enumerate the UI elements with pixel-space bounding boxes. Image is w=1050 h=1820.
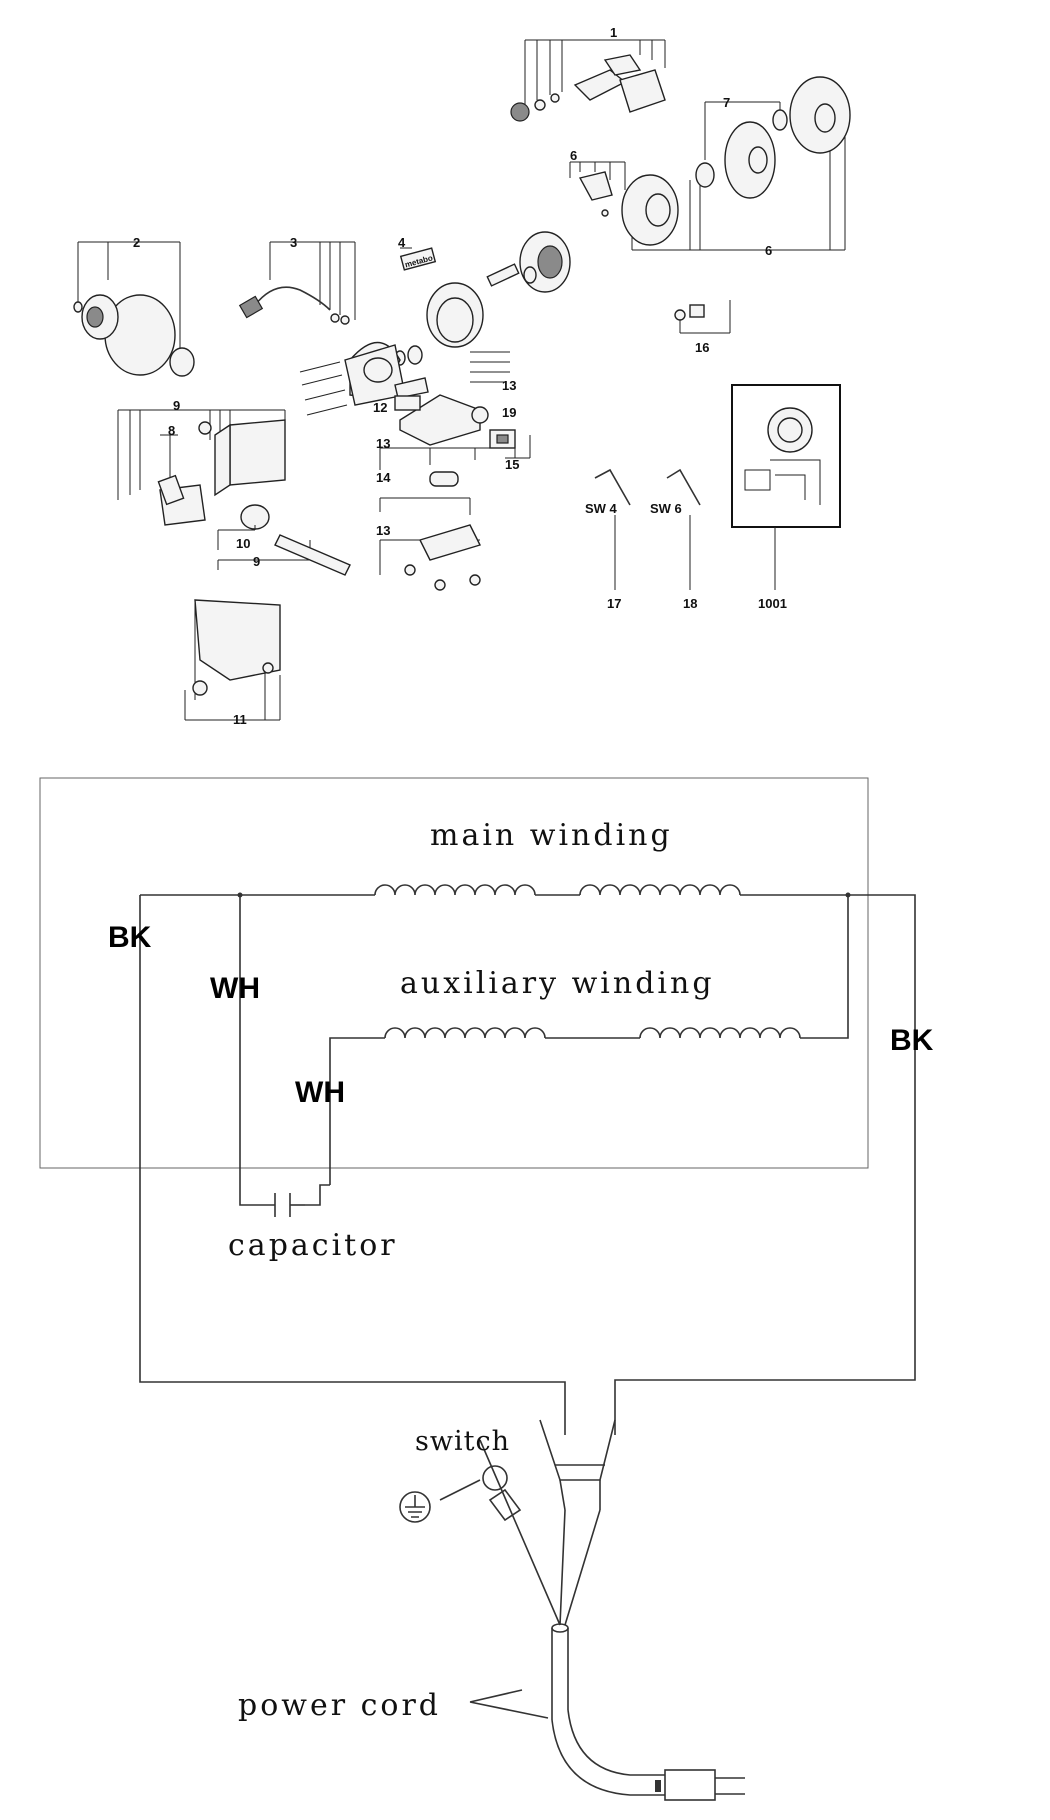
power-cord-symbol xyxy=(469,1623,745,1801)
part-9-10-rod xyxy=(217,504,351,576)
capacitor-symbol xyxy=(274,1193,305,1217)
wire-color-label: WH xyxy=(210,972,260,1005)
callout-label: 14 xyxy=(376,470,391,485)
motor-boundary xyxy=(39,777,869,1169)
exploded-view: metabo xyxy=(73,25,851,727)
wire-wh-aux xyxy=(305,1184,330,1206)
wire-color-label: BK xyxy=(890,1024,934,1057)
callout-label: 4 xyxy=(398,235,406,250)
auxiliary-winding-label: auxiliary winding xyxy=(400,966,715,1001)
part-1-switch-bracket xyxy=(510,39,666,122)
wiring-diagram: main winding auxiliary winding capacitor… xyxy=(39,777,934,1801)
part-17-18-hex-keys xyxy=(594,468,701,590)
wire-bk-left xyxy=(139,895,566,1435)
callout-label: 6 xyxy=(765,243,772,258)
hex-key-label: SW 6 xyxy=(650,501,682,516)
callout-label: 1001 xyxy=(758,596,787,611)
callout-label: 18 xyxy=(683,596,697,611)
callout-label: 17 xyxy=(607,596,621,611)
main-winding-label: main winding xyxy=(430,818,673,853)
callout-label: 7 xyxy=(723,95,730,110)
part-9-housing xyxy=(117,409,286,526)
hex-key-label: SW 4 xyxy=(585,501,618,516)
callout-label: 9 xyxy=(173,398,180,413)
main-winding-coil xyxy=(140,884,916,1435)
part-6-7-wheel-right xyxy=(621,76,851,251)
ground-ring-terminal xyxy=(439,1465,522,1522)
callout-label: 6 xyxy=(570,148,577,163)
wire-wh-capacitor xyxy=(239,895,275,1206)
wire-color-label: BK xyxy=(108,921,152,954)
callout-label: 13 xyxy=(376,523,390,538)
part-1001-wiring-box xyxy=(731,384,841,590)
wire-color-label: WH xyxy=(295,1076,345,1109)
part-11-stand xyxy=(184,599,281,721)
part-16-clip xyxy=(674,300,731,334)
junction-dot xyxy=(237,892,243,898)
part-13-lower-plate xyxy=(379,524,481,591)
part-15-switch-plate xyxy=(489,429,531,459)
power-cord-label: power cord xyxy=(238,1688,441,1723)
callout-label: 9 xyxy=(253,554,260,569)
callout-label: 12 xyxy=(373,400,387,415)
auxiliary-winding-coil xyxy=(329,895,849,1185)
part-6-small xyxy=(569,161,626,217)
callout-label: 16 xyxy=(695,340,709,355)
switch-symbol xyxy=(479,1419,616,1626)
motor-housing-left xyxy=(299,344,429,416)
capacitor-label: capacitor xyxy=(228,1228,398,1263)
part-callouts: 1 2 3 4 6 6 7 8 9 9 10 11 12 13 13 13 14… xyxy=(133,25,787,727)
callout-label: 8 xyxy=(168,423,175,438)
callout-label: 13 xyxy=(502,378,516,393)
part-3-power-cord xyxy=(238,241,356,325)
callout-label: 1 xyxy=(610,25,617,40)
part-14-capacitor xyxy=(379,471,471,515)
callout-label: 19 xyxy=(502,405,516,420)
part-4-logo-plate: metabo xyxy=(399,247,437,271)
part-8-brush xyxy=(157,434,185,506)
callout-label: 13 xyxy=(376,436,390,451)
part-2-wheel-left xyxy=(73,241,195,377)
callout-label: 15 xyxy=(505,457,519,472)
junction-dot xyxy=(845,892,851,898)
callout-label: 2 xyxy=(133,235,140,250)
callout-label: 10 xyxy=(236,536,250,551)
ground-icon xyxy=(399,1491,431,1523)
switch-label: switch xyxy=(415,1426,510,1457)
part-12-13-19-base xyxy=(379,394,500,470)
callout-label: 11 xyxy=(233,712,247,727)
callout-label: 3 xyxy=(290,235,297,250)
